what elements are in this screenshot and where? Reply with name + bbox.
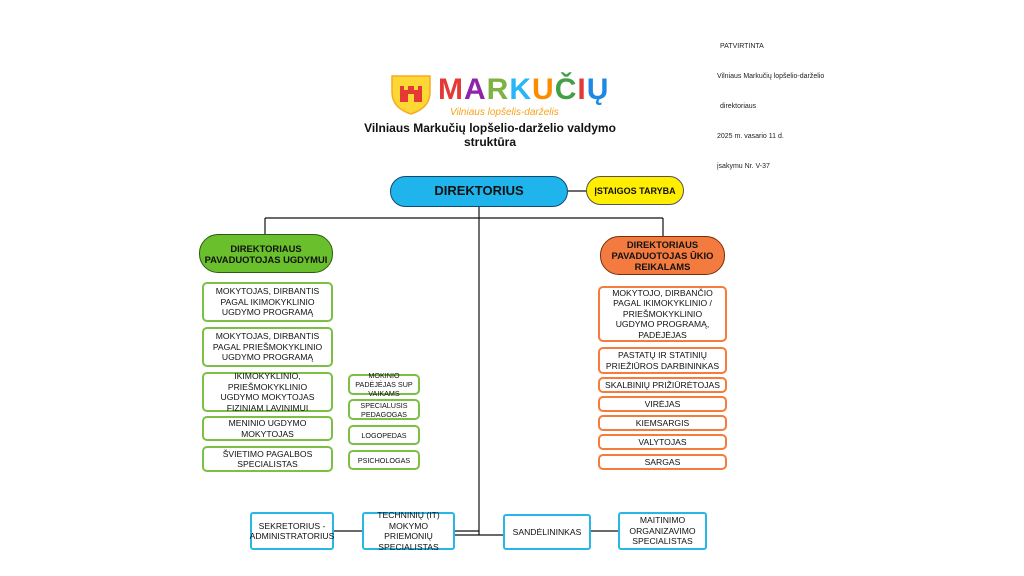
deputy-economy-node: DIREKTORIAUS PAVADUOTOJAS ŪKIO REIKALAMS [600,236,725,275]
approval-line: 2025 m. vasario 11 d. [717,133,784,140]
logo-letter: U [532,73,555,106]
logo-letter: Č [554,73,578,106]
support-staff-node: PSICHOLOGAS [348,450,420,470]
approval-line: PATVIRTINTA [720,43,764,50]
approval-line: Vilniaus Markučių lopšelio-darželio [717,73,825,80]
approval-line: direktoriaus [720,103,757,110]
logo-subtitle: Vilniaus lopšelis-darželis [450,107,559,118]
education-staff-node: MOKYTOJAS, DIRBANTIS PAGAL PRIEŠMOKYKLIN… [202,327,333,367]
logo-letter: K [509,73,533,106]
logo-letter: M [438,73,464,106]
support-staff-node: MOKINIO PADĖJĖJAS SUP VAIKAMS [348,371,420,398]
economy-staff-node: MOKYTOJO, DIRBANČIO PAGAL IKIMOKYKLINIO … [598,286,727,342]
economy-staff-node: KIEMSARGIS [598,415,727,431]
education-staff-node: MOKYTOJAS, DIRBANTIS PAGAL IKIMOKYKLINIO… [202,282,333,322]
logo-letter: R [486,73,510,106]
page-title: Vilniaus Markučių lopšelio-darželio vald… [364,121,616,149]
education-staff-node: IKIMOKYKLINIO, PRIEŠMOKYKLINIO UGDYMO MO… [202,371,333,413]
economy-staff-node: PASTATŲ IR STATINIŲ PRIEŽIŪROS DARBININK… [598,347,727,374]
education-staff-node: MENINIO UGDYMO MOKYTOJAS [202,416,333,441]
economy-staff-node: VIRĖJAS [598,396,727,412]
council-node: ĮSTAIGOS TARYBA [586,176,684,205]
director-node: DIREKTORIUS [390,176,568,207]
deputy-education-node: DIREKTORIAUS PAVADUOTOJAS UGDYMUI [199,234,333,273]
logo-letter: A [464,73,487,106]
logo-letter: Ų [586,73,610,106]
approval-line: įsakymu Nr. V-37 [717,163,770,170]
education-staff-node: ŠVIETIMO PAGALBOS SPECIALISTAS [202,446,333,472]
approval-note: PATVIRTINTA Vilniaus Markučių lopšelio-d… [717,22,824,182]
markuciu-logo: MARKUČIŲ Vilniaus lopšelis-darželis [388,72,608,118]
catering-node: MAITINIMO ORGANIZAVIMO SPECIALISTAS [618,512,707,550]
economy-staff-node: SKALBINIŲ PRIŽIŪRĖTOJAS [598,377,727,393]
logo-wordmark: MARKUČIŲ [438,74,609,106]
support-staff-node: SPECIALUSIS PEDAGOGAS [348,399,420,420]
secretary-node: SEKRETORIUS - ADMINISTRATORIUS [250,512,334,550]
support-staff-node: LOGOPEDAS [348,425,420,445]
warehouse-node: SANDĖLININKAS [503,514,591,550]
it-specialist-node: TECHNINIŲ (IT) MOKYMO PRIEMONIŲ SPECIALI… [362,510,455,552]
economy-staff-node: SARGAS [598,454,727,470]
logo-letter: I [577,73,587,106]
economy-staff-node: VALYTOJAS [598,434,727,450]
castle-shield-icon [391,75,431,115]
